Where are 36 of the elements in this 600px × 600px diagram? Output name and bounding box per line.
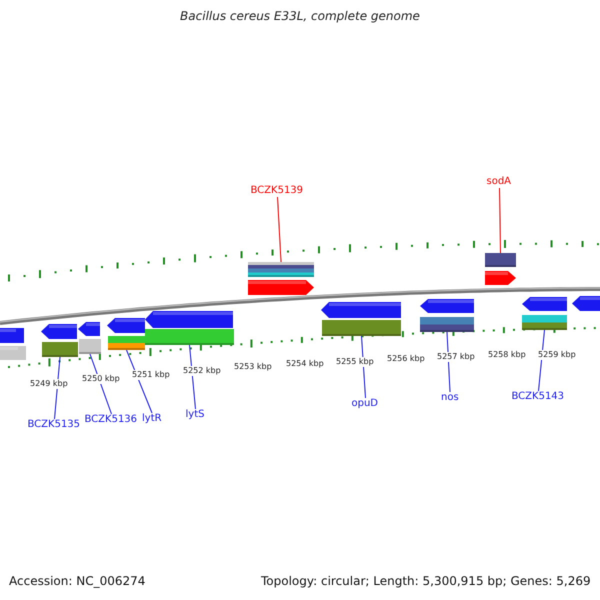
tick-label: 5252 kbp <box>182 366 222 376</box>
gene-label: lytR <box>142 413 162 425</box>
title: Bacillus cereus E33L, complete genome <box>179 9 421 23</box>
feature-bar <box>42 342 78 357</box>
feature-bar <box>145 329 234 345</box>
tick-label: 5254 kbp <box>285 359 325 369</box>
tick-label: 5256 kbp <box>386 354 426 364</box>
tick-label: 5251 kbp <box>131 370 171 380</box>
leader-line <box>499 188 501 254</box>
gene-label: BCZK5143 <box>512 391 564 403</box>
gene-label: opuD <box>352 398 378 410</box>
tick-label: 5249 kbp <box>29 379 69 389</box>
feature-bar <box>322 320 401 336</box>
tick-label: 5250 kbp <box>81 374 121 384</box>
feature-bar <box>485 253 516 267</box>
gene-label: sodA <box>486 176 512 188</box>
leader-line <box>361 336 366 398</box>
gene-label: BCZK5136 <box>84 414 138 426</box>
feature-bar <box>79 339 101 354</box>
accession-text: Accession: NC_006274 <box>9 574 146 588</box>
leader-line <box>189 344 196 410</box>
leader-line <box>277 196 282 262</box>
tick-label: 5258 kbp <box>487 350 527 360</box>
gene-label: nos <box>441 392 459 404</box>
tick-label: 5255 kbp <box>335 357 375 367</box>
gene-label: BCZK5135 <box>28 419 80 431</box>
feature-bar <box>248 262 314 277</box>
feature-bar <box>420 317 474 332</box>
tick-label: 5257 kbp <box>436 352 476 362</box>
tick-label: 5259 kbp <box>537 350 577 360</box>
feature-bar <box>522 315 567 330</box>
genome-stats-text: Topology: circular; Length: 5,300,915 bp; Genes: 5,269 <box>261 574 591 588</box>
feature-bar <box>108 336 145 350</box>
gene-label: BCZK5139 <box>250 185 304 197</box>
tick-label: 5253 kbp <box>233 362 273 372</box>
gene-label: lytS <box>186 409 204 421</box>
